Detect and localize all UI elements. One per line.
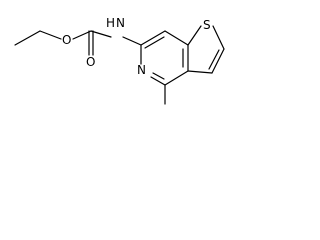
bond-thio-c3-c3a — [187, 70, 213, 74]
bond-ring-c7-c7a — [164, 30, 189, 46]
atom-label-oxygen-carbonyl: O — [86, 55, 95, 69]
bond-thio-s-c2 — [212, 25, 225, 50]
bond-ethyl-ch3-ch2 — [14, 30, 41, 46]
atom-label-ring-nitrogen: N — [137, 63, 146, 77]
bond-thio-c2-c3 — [211, 48, 225, 74]
bond-ring-c4-n5 — [150, 76, 166, 86]
bond-ring-c3a-c4 — [164, 70, 189, 86]
atom-label-oxygen-ether: O — [62, 33, 71, 47]
chemical-structure-diagram: O O H N N S — [14, 16, 225, 105]
bond-o-carbonyl-c — [72, 30, 92, 40]
bond-ring-c4-n5-inner — [152, 72, 165, 80]
bond-thio-c2-c3-inner — [208, 49, 220, 70]
bond-ethyl-ch2-o — [39, 30, 62, 40]
bond-ring-c6-c7 — [140, 30, 166, 46]
bond-nh-ring-c — [122, 36, 142, 46]
atom-label-amine-n: N — [116, 16, 125, 30]
bond-carbonyl-c-nh — [90, 30, 112, 38]
bond-thio-c7a-s — [187, 25, 202, 46]
atom-label-sulfur: S — [203, 18, 211, 32]
bond-ring-c6-c7-inner — [144, 36, 165, 49]
atom-label-amine-h: H — [106, 16, 115, 30]
